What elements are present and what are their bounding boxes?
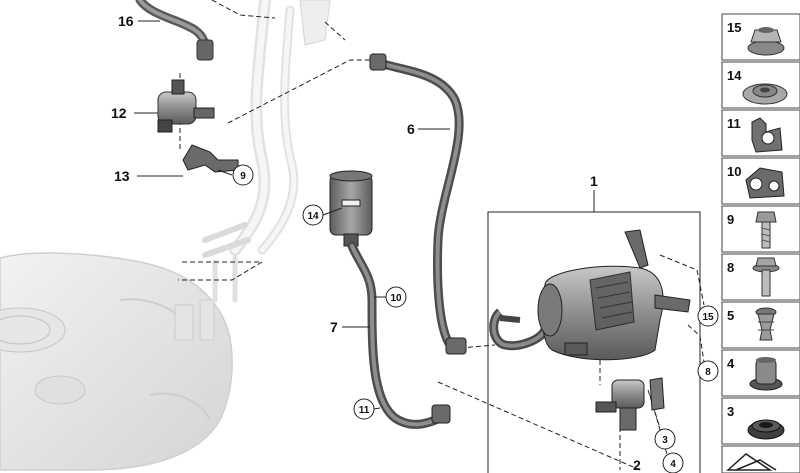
flange-bolt-icon	[752, 257, 780, 297]
hex-bolt-icon	[755, 211, 777, 249]
callout-10: 10	[390, 293, 402, 304]
small-parts-panel: 15 14 11 10 9	[721, 13, 800, 473]
part-14-label: 14	[727, 68, 742, 83]
callout-12: 12	[111, 105, 127, 121]
hex-flange-nut-icon	[747, 27, 785, 56]
hose-6	[369, 53, 467, 355]
purge-valve-12	[157, 79, 215, 133]
callout-2: 2	[633, 457, 641, 473]
hose-7	[347, 241, 451, 429]
callout-7: 7	[330, 319, 338, 335]
part-8-label: 8	[727, 260, 734, 275]
part-15-label: 15	[727, 20, 741, 35]
callout-11: 11	[359, 405, 370, 416]
callout-circle-15	[697, 305, 719, 327]
callout-13: 13	[114, 168, 130, 184]
filter-14	[329, 170, 373, 247]
carbon-canister	[489, 229, 691, 361]
callout-16: 16	[118, 13, 134, 29]
callout-3: 3	[662, 435, 668, 446]
pipe-clip-icon	[751, 117, 783, 153]
part-9-label: 9	[727, 212, 734, 227]
hose-16	[135, 0, 214, 61]
callout-6: 6	[407, 121, 415, 137]
part-10-label: 10	[727, 164, 741, 179]
bracket-13	[182, 144, 239, 173]
part-4-label: 4	[727, 356, 735, 371]
callout-14: 14	[307, 211, 319, 222]
callout-4: 4	[670, 459, 676, 470]
callout-9: 9	[240, 171, 246, 182]
expansion-rivet-icon	[755, 307, 777, 341]
callout-circle-4	[662, 452, 684, 473]
callout-1: 1	[590, 173, 598, 189]
callout-circle-8	[697, 360, 719, 382]
part-11-label: 11	[727, 116, 741, 131]
callout-15: 15	[702, 312, 714, 323]
part-3-label: 3	[727, 404, 734, 419]
callouts: 16 12 13 6 7 1 2 9 14 10 11 15 8 3 4	[111, 13, 719, 473]
rubber-grommet-nut-icon	[749, 357, 783, 391]
part-5-label: 5	[727, 308, 734, 323]
diagram-symbol-icon	[726, 453, 777, 471]
assembly-1-box	[487, 190, 701, 473]
callout-circle-3	[654, 428, 676, 450]
valve-2	[595, 377, 665, 431]
callout-8: 8	[705, 367, 711, 378]
grommet-icon	[747, 419, 785, 440]
filler-pipes-ghost	[202, 0, 331, 303]
callout-circle-9	[232, 164, 254, 186]
speed-nut-icon	[742, 83, 788, 105]
fuel-tank-ghost	[0, 252, 233, 471]
double-pipe-clip-icon	[745, 167, 785, 199]
